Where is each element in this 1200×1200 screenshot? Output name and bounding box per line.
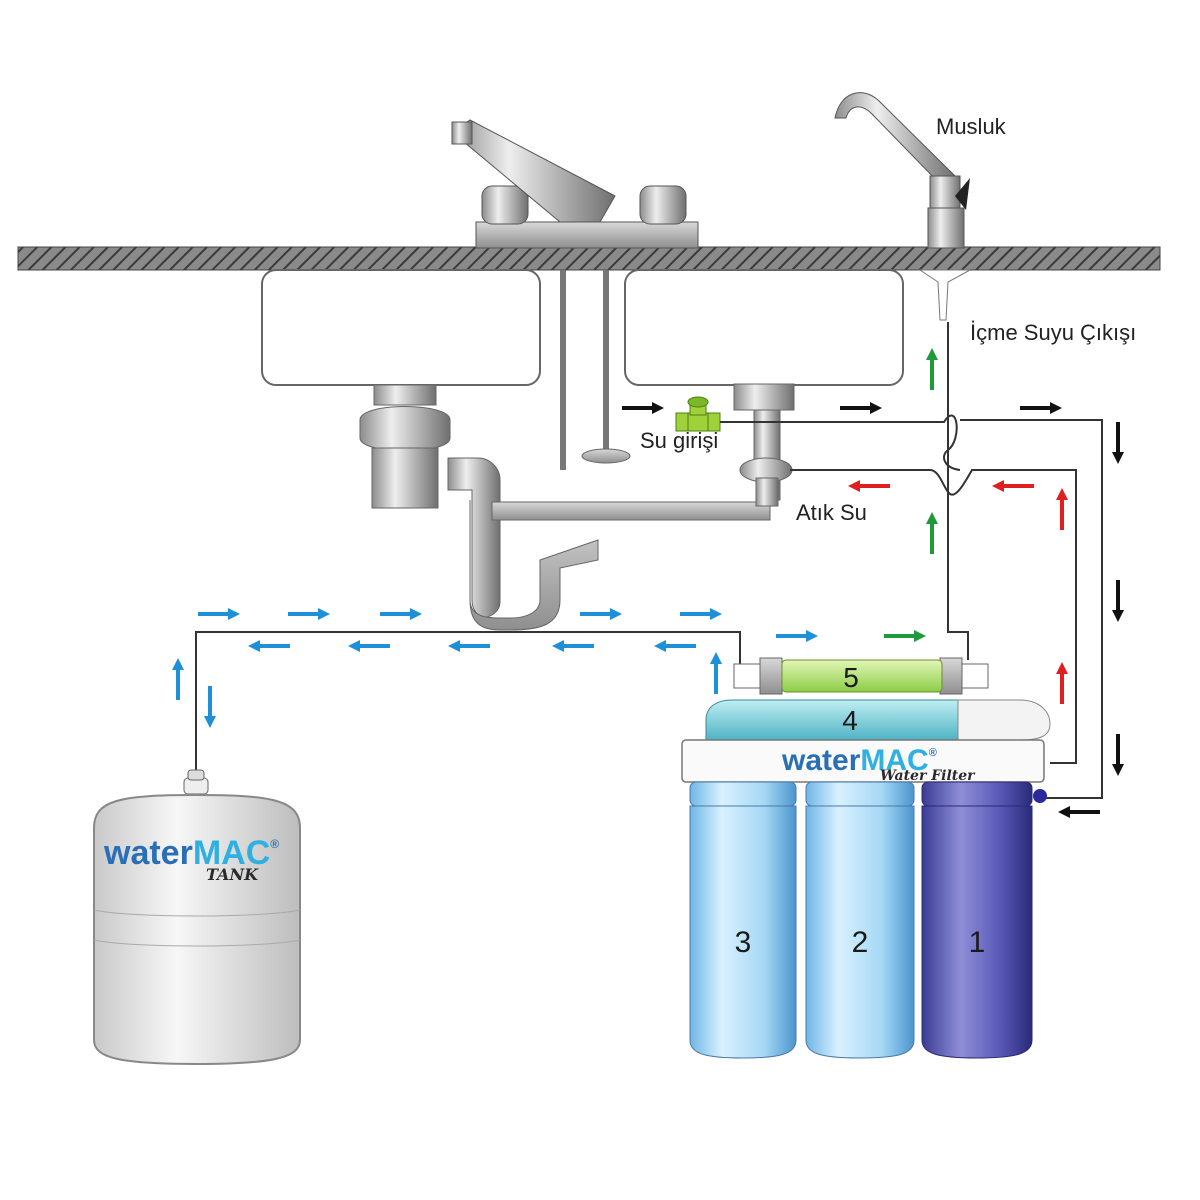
stage-3-housing: 3 xyxy=(689,781,797,1059)
sink-basins xyxy=(261,269,904,386)
tank-arrow xyxy=(288,608,330,620)
inlet-valve-icon xyxy=(675,396,721,432)
faucet-icon xyxy=(834,92,971,321)
drain-icon xyxy=(359,384,781,631)
tank-arrow xyxy=(198,608,240,620)
tank-arrow xyxy=(552,640,594,652)
waste-arrow xyxy=(992,480,1034,492)
countertop xyxy=(17,246,1161,271)
sink-faucet-icon xyxy=(451,119,699,249)
tank-arrow xyxy=(380,608,422,620)
product-arrow xyxy=(884,630,926,642)
unit-subtitle: Water Filter xyxy=(880,768,976,784)
tank-subtitle: TANK xyxy=(206,865,259,884)
stage-2-housing: 2 xyxy=(805,781,915,1059)
tank-brand: waterMAC® xyxy=(103,834,279,872)
waste-arrow xyxy=(1056,662,1068,704)
plumbing-lines xyxy=(195,322,1103,799)
stage-3-number: 3 xyxy=(735,926,752,959)
tank-arrow xyxy=(776,630,818,642)
stage-4-membrane: 4 xyxy=(705,699,1051,741)
waste-arrow xyxy=(848,480,890,492)
right-drain xyxy=(733,383,795,507)
stage-2-number: 2 xyxy=(852,926,869,959)
tank-arrow xyxy=(172,658,184,700)
tank-arrow xyxy=(448,640,490,652)
flow-arrows xyxy=(172,348,1124,818)
water-inlet-label: Su girişi xyxy=(640,428,718,453)
waste-water-label: Atık Su xyxy=(796,500,867,525)
stage-1-housing: 1 xyxy=(921,781,1033,1059)
feed-arrow xyxy=(1112,422,1124,464)
feed-arrow xyxy=(1112,580,1124,622)
feed-arrow xyxy=(622,402,664,414)
product-arrow xyxy=(926,348,938,390)
unit-brand: waterMAC® xyxy=(781,744,937,777)
feed-arrow xyxy=(1058,806,1100,818)
tank-arrow xyxy=(580,608,622,620)
stage-5-cartridge: 5 xyxy=(733,657,989,695)
drinking-outlet-label: İçme Suyu Çıkışı xyxy=(970,320,1136,345)
feed-arrow xyxy=(1020,402,1062,414)
tank-arrow xyxy=(248,640,290,652)
tank-arrow xyxy=(680,608,722,620)
under-sink-pipes xyxy=(560,270,631,470)
stage-4-number: 4 xyxy=(842,705,858,736)
stage-5-number: 5 xyxy=(843,662,859,693)
feed-arrow xyxy=(1112,734,1124,776)
tank-arrow xyxy=(710,652,722,694)
tank-arrow xyxy=(348,640,390,652)
inlet-port xyxy=(1033,789,1047,803)
faucet-label: Musluk xyxy=(936,114,1007,139)
tank-arrow xyxy=(204,686,216,728)
ro-unit: 5 4 waterMAC® Water Filter 3 2 1 xyxy=(681,657,1051,1059)
waste-arrow xyxy=(1056,488,1068,530)
storage-tank: waterMAC® TANK xyxy=(93,769,301,1066)
tank-arrow xyxy=(654,640,696,652)
stage-1-number: 1 xyxy=(969,926,986,959)
feed-arrow xyxy=(840,402,882,414)
product-arrow xyxy=(926,512,938,554)
